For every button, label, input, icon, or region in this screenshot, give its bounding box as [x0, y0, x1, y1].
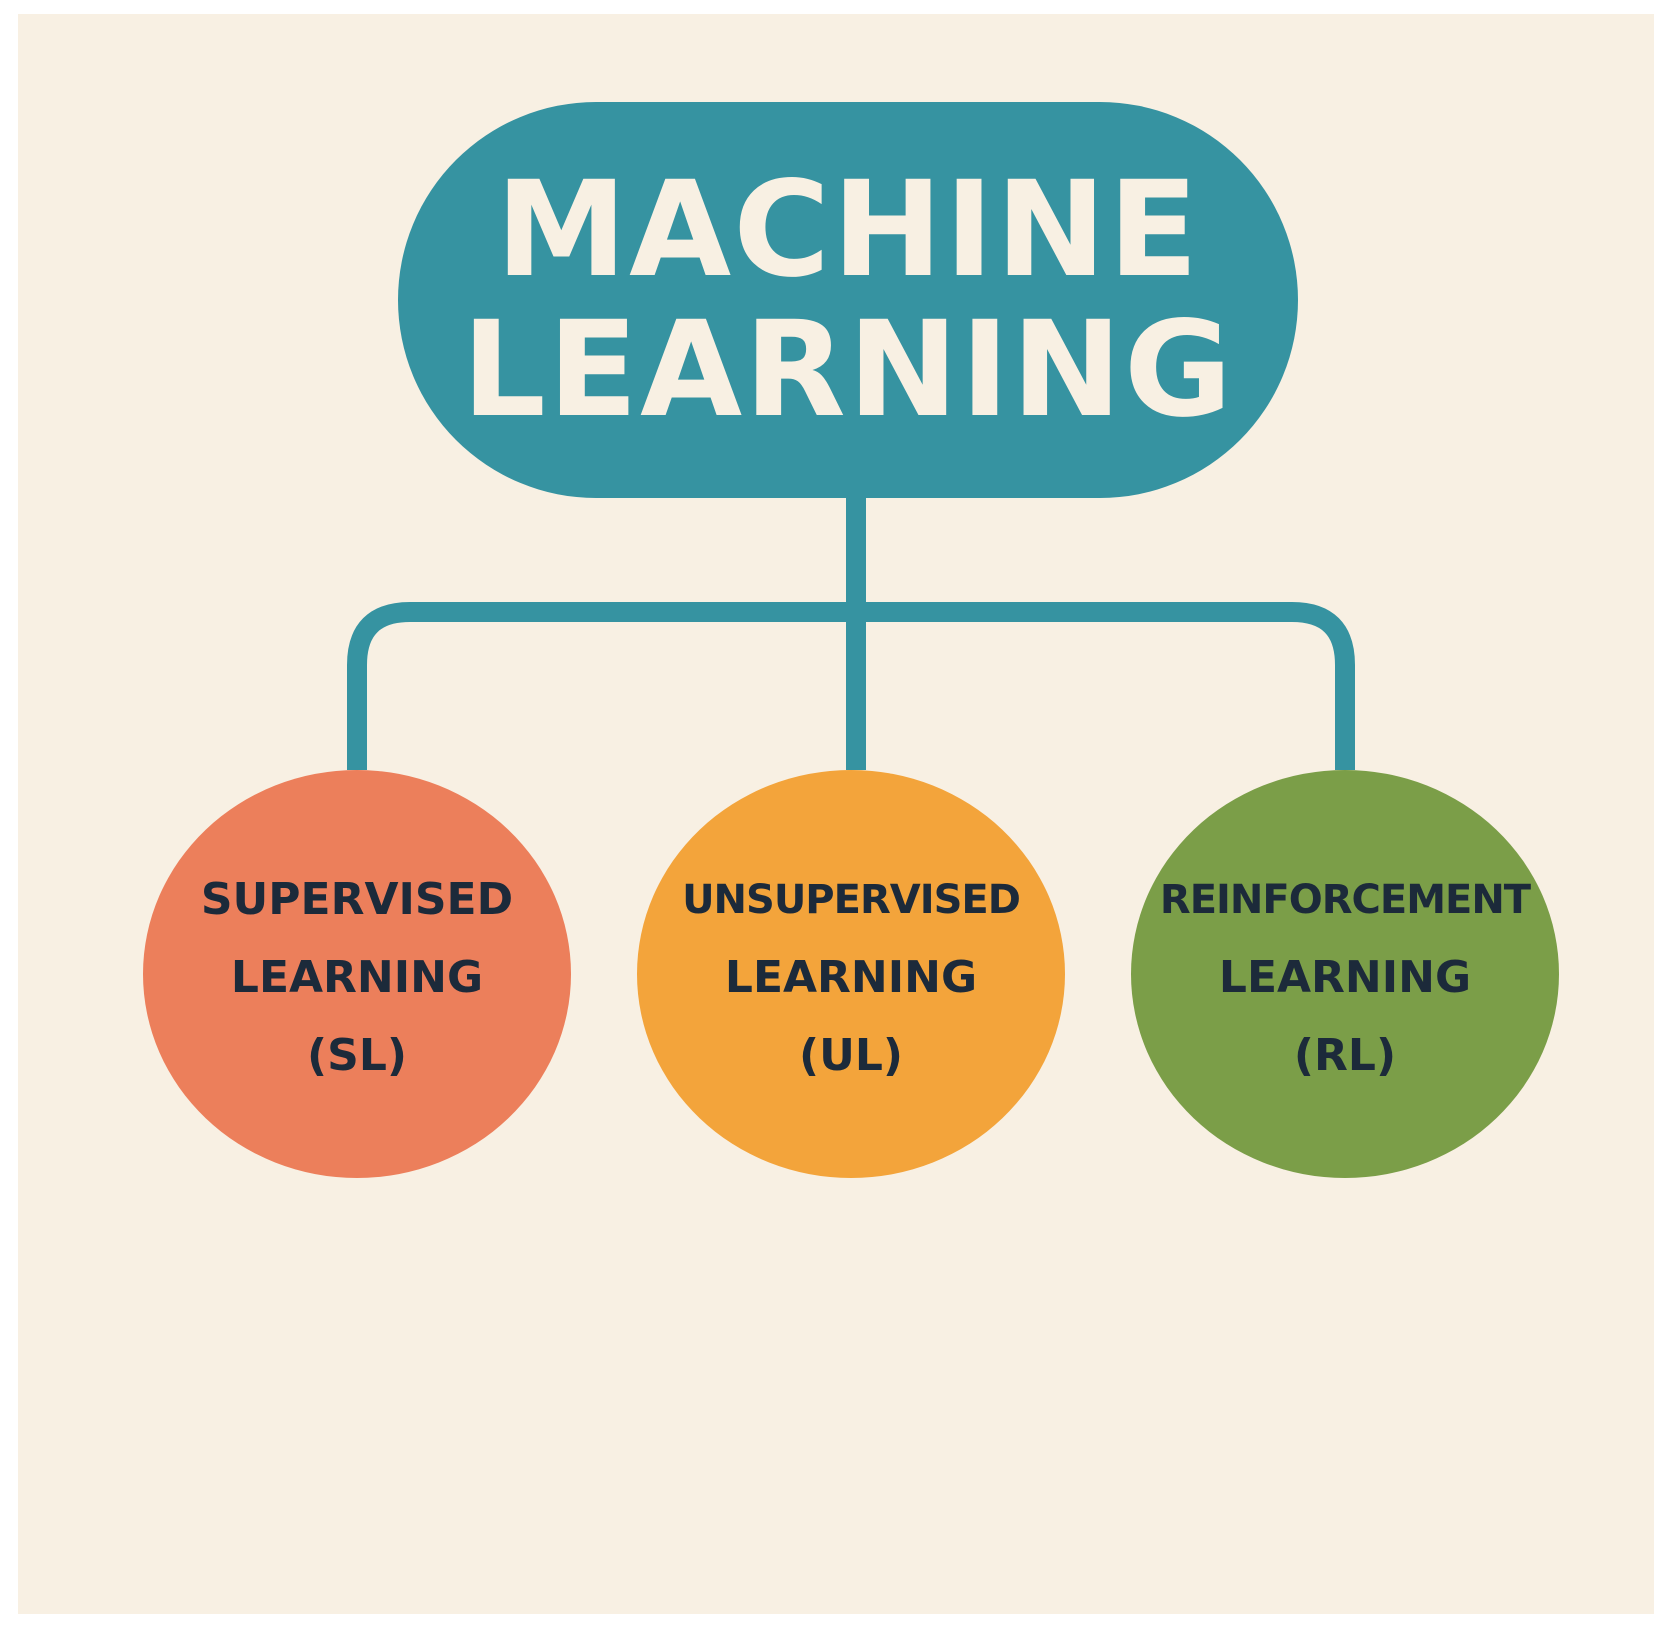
node-abbreviation: (RL) — [1293, 1030, 1397, 1081]
node-label-line: LEARNING — [724, 952, 978, 1003]
connector-branches — [347, 602, 1355, 770]
node-abbreviation: (UL) — [799, 1030, 903, 1081]
node-label-line: REINFORCEMENT — [1159, 877, 1531, 923]
root-label-line-1: MACHINE — [495, 153, 1201, 307]
node-reinforcement-learning: REINFORCEMENT LEARNING (RL) — [1131, 770, 1559, 1178]
node-label-line: LEARNING — [1218, 952, 1472, 1003]
node-label-line: UNSUPERVISED — [682, 877, 1021, 923]
node-abbreviation: (SL) — [307, 1030, 407, 1081]
root-node-machine-learning: MACHINE LEARNING — [398, 102, 1298, 498]
root-label-line-2: LEARNING — [461, 293, 1235, 447]
node-supervised-learning: SUPERVISED LEARNING (SL) — [143, 770, 571, 1178]
node-unsupervised-learning: UNSUPERVISED LEARNING (UL) — [637, 770, 1065, 1178]
node-label-line: LEARNING — [230, 952, 484, 1003]
node-label-line: SUPERVISED — [200, 874, 514, 925]
